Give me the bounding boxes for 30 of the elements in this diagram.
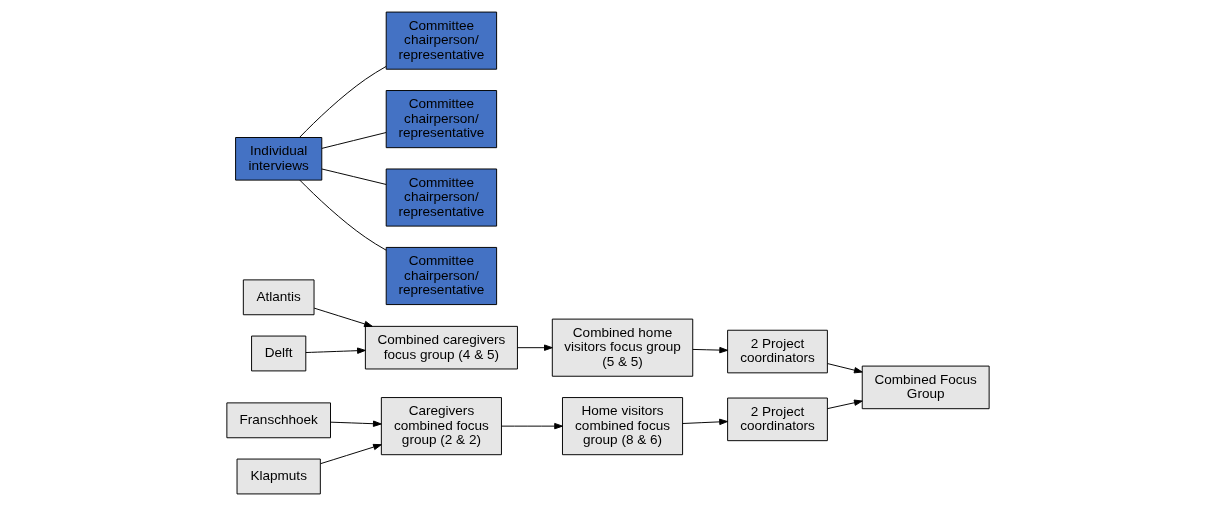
arrow — [305, 347, 366, 354]
node-box: Committee chairperson/ representative — [385, 168, 498, 227]
connector — [299, 179, 387, 251]
arrow — [692, 346, 728, 354]
node-box: Home visitors combined focus group (8 & 6) — [562, 397, 684, 456]
node-box: Committee chairperson/ representative — [385, 90, 498, 149]
node-box: 2 Project coordinators — [727, 397, 828, 442]
arrow — [501, 422, 563, 430]
arrow — [517, 344, 553, 351]
connector — [299, 65, 387, 138]
node-box: Combined home visitors focus group (5 & 5) — [551, 318, 694, 377]
node-box: Klapmuts — [236, 458, 321, 495]
connector — [321, 132, 387, 149]
node-box: Committee chairperson/ representative — [385, 11, 498, 70]
node-box: Delft — [251, 335, 307, 372]
arrow — [330, 420, 382, 427]
node-box: Caregivers combined focus group (2 & 2) — [380, 397, 502, 456]
node-box: 2 Project coordinators — [727, 329, 828, 374]
arrow — [682, 418, 728, 426]
arrow — [313, 307, 373, 328]
arrow — [320, 443, 382, 465]
node-box: Combined Focus Group — [861, 365, 990, 410]
node-box: Atlantis — [242, 279, 315, 316]
connector — [321, 168, 387, 185]
node-box: Franschhoek — [226, 402, 331, 439]
arrow — [827, 399, 863, 410]
node-box: Committee chairperson/ representative — [385, 246, 498, 306]
node-box: Combined caregivers focus group (4 & 5) — [364, 325, 518, 370]
arrow — [827, 363, 863, 374]
node-box: Individual interviews — [235, 137, 323, 181]
